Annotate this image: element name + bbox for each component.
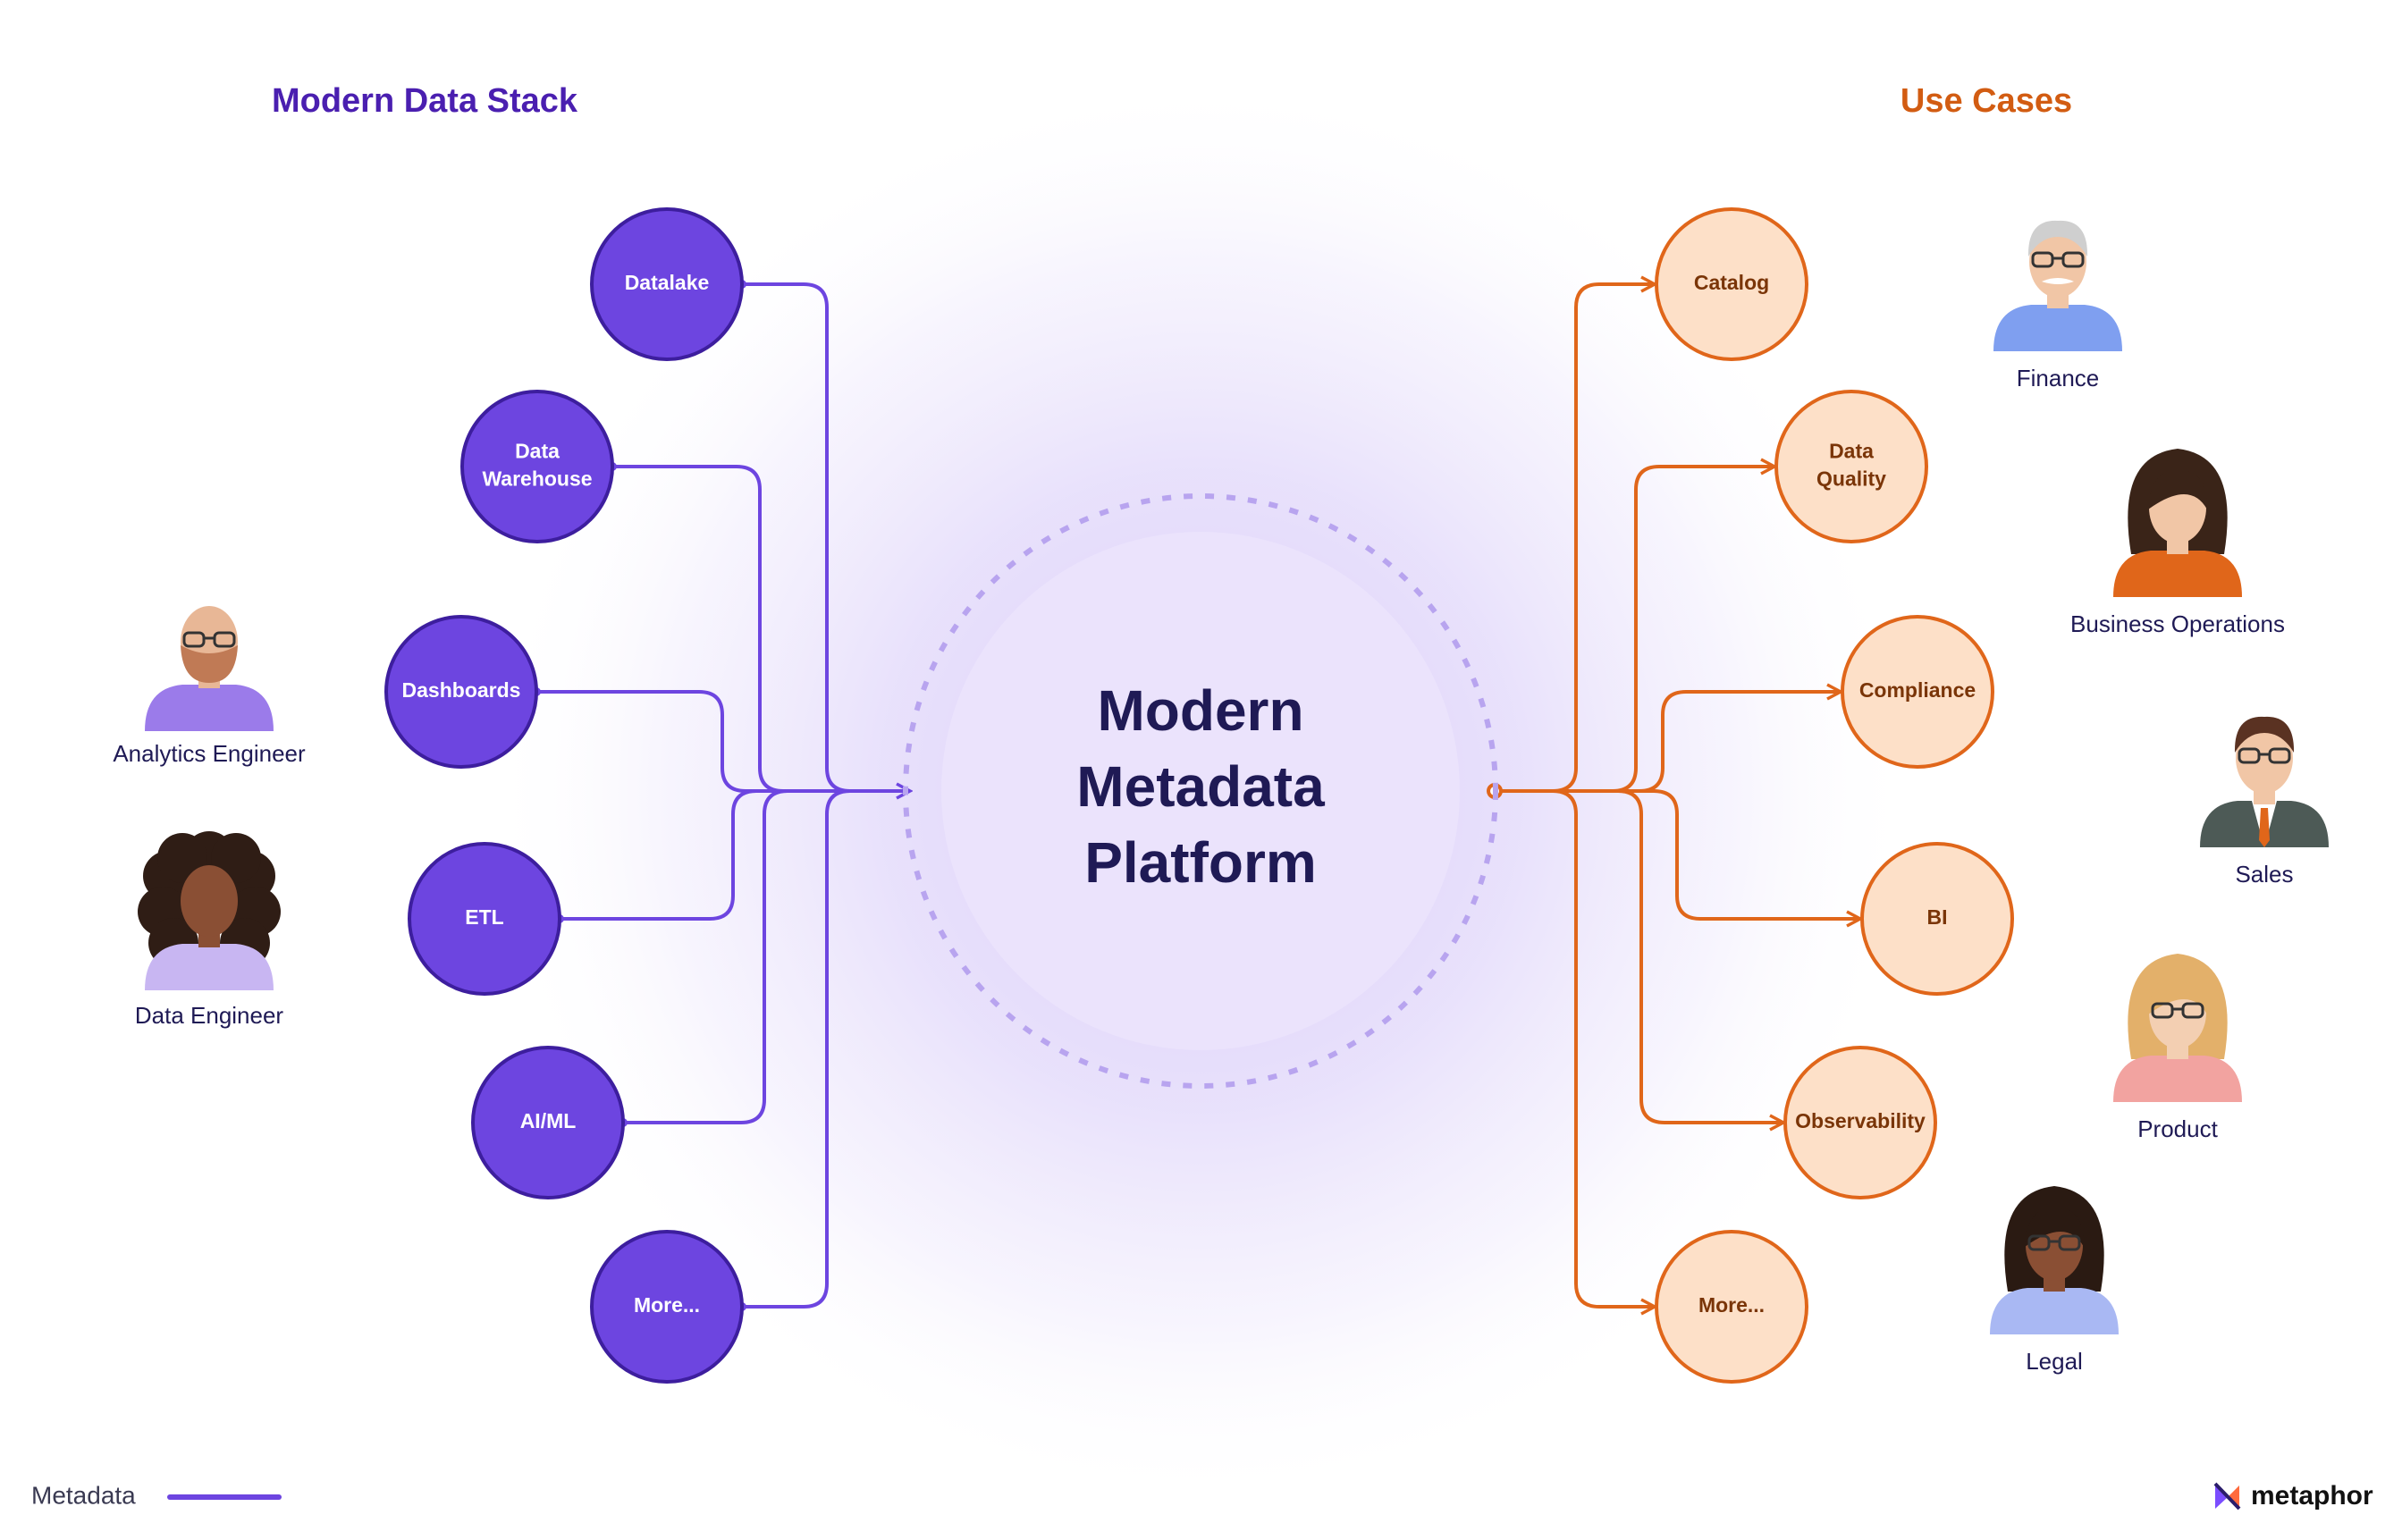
use-case-node-label: Compliance [1859,678,1976,702]
use-cases-header: Use Cases [1901,82,2072,120]
brand-logo: metaphor [2213,1481,2373,1511]
persona-label-analytics-engineer: Analytics Engineer [113,740,306,767]
center-dashed-ring [903,493,1498,1089]
stack-header: Modern Data Stack [272,82,578,120]
center-title-line-3: Platform [1084,830,1317,895]
connector-ai-ml [623,789,907,1124]
stack-node-circle [408,842,561,996]
connector-observability [1495,789,1783,1123]
stack-node-ai-ml: AI/ML [471,1046,625,1199]
stack-node-more: More... [590,1230,744,1384]
persona-label-sales: Sales [2235,861,2293,888]
tie-shape [2259,808,2270,847]
use-case-node-label: More... [1698,1293,1765,1317]
stack-node-circle [384,615,538,769]
hair-fringe [2148,469,2208,509]
stack-node-label: ETL [465,905,503,929]
center-platform: Modern Metadata Platform [903,493,1498,1089]
connector-more [1495,789,1655,1307]
center-title-line-1: Modern [1097,678,1303,743]
persona-label-business-operations: Business Operations [2070,610,2285,637]
stack-node-label: Datalake [625,271,710,294]
persona-finance: Finance [1993,220,2122,391]
shirt-shape [2113,1056,2242,1102]
stack-node-circle [590,1230,744,1384]
persona-label-finance: Finance [2017,365,2100,391]
face-shape [181,865,238,937]
persona-label-data-engineer: Data Engineer [135,1002,284,1029]
use-case-node-label: Catalog [1694,271,1769,294]
use-case-node-compliance: Compliance [1841,615,1994,769]
persona-analytics-engineer: Analytics Engineer [113,606,306,767]
persona-sales: Sales [2200,716,2329,888]
stack-node-datalake: Datalake [590,207,744,361]
hair-shape [2234,716,2295,753]
stack-node-label: More... [634,1293,700,1317]
use-case-node-circle [1841,615,1994,769]
stack-node-etl: ETL [408,842,561,996]
shirt-shape [1990,1288,2119,1334]
use-case-node-label: BI [1927,905,1948,929]
mustache-shape [2042,278,2074,284]
use-case-connectors [1487,284,1860,1307]
use-case-node-bi: BI [1860,842,2014,996]
persona-product: Product [2113,954,2242,1142]
persona-legal: Legal [1990,1186,2119,1375]
connector-bi [1495,789,1860,919]
metaphor-logo-icon [2213,1482,2241,1511]
shirt-shape [145,944,274,990]
use-case-node-more: More... [1655,1230,1808,1384]
hair-shape [2027,220,2088,257]
face-shape [2029,226,2086,298]
legend: Metadata [31,1481,282,1509]
shirt-shape [1993,305,2122,351]
stack-node-circle [471,1046,625,1199]
face-shape [2236,722,2293,794]
persona-label-product: Product [2137,1115,2218,1142]
use-case-node-circle [1783,1046,1937,1199]
shirt-shape [145,685,274,731]
use-case-node-catalog: Catalog [1655,207,1808,361]
use-case-node-observability: Observability [1783,1046,1937,1199]
use-case-node-circle [1655,207,1808,361]
connector-dashboards [536,690,907,793]
persona-label-legal: Legal [2026,1348,2083,1375]
use-case-node-label: Observability [1795,1109,1926,1132]
connector-more [742,789,907,1309]
persona-data-engineer: Data Engineer [135,831,284,1029]
stack-node-circle [590,207,744,361]
use-case-node-circle [1860,842,2014,996]
stack-node-label: AI/ML [520,1109,577,1132]
use-case-node-circle [1774,390,1928,543]
stack-node-circle [460,390,614,543]
stack-node-label: Dashboards [402,678,521,702]
connector-etl [560,789,907,921]
stack-node-dashboards: Dashboards [384,615,538,769]
stack-connectors [532,280,910,1311]
center-circle [941,532,1460,1050]
use-case-node-circle [1655,1230,1808,1384]
brand-name: metaphor [2251,1481,2373,1511]
beard-shape [181,645,238,683]
shirt-shape [2113,551,2242,597]
center-title-line-2: Metadata [1076,754,1325,819]
legend-label: Metadata [31,1481,136,1509]
persona-business-operations: Business Operations [2070,449,2285,637]
